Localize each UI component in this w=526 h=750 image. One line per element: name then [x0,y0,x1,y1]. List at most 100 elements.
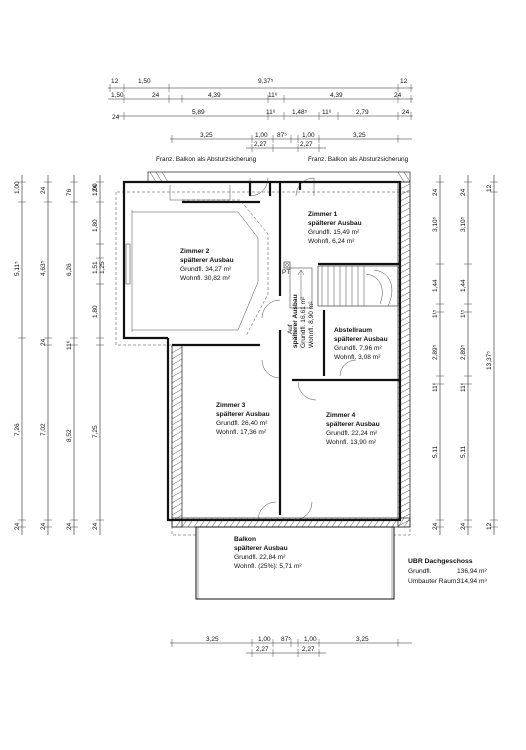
dim-top-3-f: 2,79 [356,109,369,116]
room-balkon: Balkon spälterer Ausbau Grundfl. 22,84 m… [234,536,302,570]
zimmer-3-name: Zimmer 3 [216,402,246,409]
zimmer-2-name: Zimmer 2 [180,248,210,255]
dim-top-4-a: 3,25 [200,132,213,139]
hatch-line [171,430,183,438]
zimmer-2-type: spälterer Ausbau [180,257,234,264]
hatch-line [171,352,183,360]
dim-top-1-a: 12 [111,78,119,85]
zimmer-1-wohnfl: Wohnfl. 6,24 m² [308,238,355,245]
zimmer-1-type: spälterer Ausbau [308,220,362,227]
note-french-balcony-left: Franz. Balkon als Absturzsicherung [156,156,257,163]
room-flur: spälterer Ausbau Grundfl. 16,61 m² Wohnf… [292,294,315,348]
dim-top-2-c: 4,39 [208,92,221,99]
summary-raum-value: 314,94 m³ [457,578,487,585]
hatch-line [171,388,183,396]
dim-right-1-b: 3,10⁵ [432,216,439,232]
dim-right-1-e: 2,89⁵ [432,344,439,360]
dim-top-2-a: 1,50 [111,92,124,99]
dim-top-2-f: 24 [394,92,402,99]
dim-bottom-1-e: 3,25 [356,636,369,643]
room-abstellraum: Abstellraum spälterer Ausbau Grundfl. 7,… [334,327,388,361]
zimmer-4-name: Zimmer 4 [326,412,356,419]
dim-right-2-g: 5,11 [460,445,467,458]
abstellraum-grundfl: Grundfl. 7,96 m² [334,345,382,352]
dim-right-1-d: 1¹⁵ [432,309,439,318]
hatch-line [171,466,183,474]
hatch-line [171,400,183,408]
hatch-line [171,406,183,414]
dim-left-4-b: 1,00 [92,183,99,196]
zimmer-4-grundfl: Grundfl. 22,24 m² [326,430,378,437]
zimmer-4-wohnfl: Wohnfl. 13,90 m² [326,439,377,446]
hatch-line [397,517,405,528]
hatch-line [171,472,183,480]
dim-right-2-h: 24 [460,522,467,530]
flur-type: spälterer Ausbau [292,294,299,348]
dim-top-3-a: 24 [112,114,120,121]
note-french-balcony-right: Franz. Balkon als Absturzsicherung [308,156,409,163]
dim-left-2-b: 4,63⁵ [40,260,47,276]
zimmer-3-wohnfl: Wohnfl. 17,36 m² [216,429,267,436]
dim-top-1-c: 9,37⁵ [258,78,274,85]
dim-left-2-c: 24 [40,338,47,346]
dim-bottom-2-a: 2,27 [256,646,269,653]
hatch-line [171,412,183,420]
hatch-line [171,502,183,510]
room-zimmer-1: Zimmer 1 spälterer Ausbau Grundfl. 15,49… [308,211,362,245]
dim-top-3-e: 11⁶ [322,109,332,116]
dim-left-4-d: 1,51 [92,261,99,274]
dim-left-4-a: 24 [92,184,99,192]
dim-top-4-d: 1,00 [302,132,315,139]
zimmer-4-type: spälterer Ausbau [326,421,380,428]
hatch-line [171,442,183,450]
hatch-line [171,460,183,468]
dim-top-4-e: 3,25 [353,132,366,139]
dim-top-2-e: 4,39 [330,92,343,99]
dim-right-1-f: 11⁶ [432,382,439,392]
stair-up-label: Auf [287,324,294,334]
hatch-line [171,376,183,384]
summary-raum-label: Umbauter Raum: [408,578,458,585]
dim-right-2-a: 24 [460,188,467,196]
dim-top-1-b: 1,50 [138,78,151,85]
hatch-line [171,508,183,516]
dim-left-3-d: 8,52 [66,429,73,442]
zimmer-2-grundfl: Grundfl. 34,27 m² [180,266,232,273]
left-dimensions: 1,00 5,11⁵ 7,26 24 24 4,63⁵ 24 7,02 24 7… [14,175,106,535]
dim-left-2-d: 7,02 [40,423,47,436]
balkon-wohnfl: Wohnfl. (25%): 5,71 m² [234,563,302,570]
dim-right-3-a: 12 [486,184,493,192]
abstellraum-name: Abstellraum [334,327,372,334]
zimmer-1-grundfl: Grundfl. 15,49 m² [308,229,360,236]
pt-label: PT [282,269,290,276]
hatch-line [171,364,183,372]
dim-left-1-d: 24 [14,522,21,530]
dim-right-1-a: 24 [432,188,439,196]
dim-bottom-1-a: 3,25 [206,636,219,643]
dim-right-1-h: 24 [432,522,439,530]
hatch-line [171,484,183,492]
hatch-line [171,490,183,498]
room-zimmer-4: Zimmer 4 spälterer Ausbau Grundfl. 22,24… [326,412,380,446]
dim-right-3-b: 13,37⁵ [486,351,493,370]
dim-right-2-b: 3,10⁵ [460,216,467,232]
dim-top-5-a: 2,27 [254,141,267,148]
dim-left-3-a: 76 [66,188,73,196]
zimmer-3-grundfl: Grundfl. 26,40 m² [216,420,268,427]
hatch-line [171,496,183,504]
dim-left-3-e: 24 [66,522,73,530]
zimmer-2-wohnfl: Wohnfl. 30,82 m² [180,275,231,282]
hatch-line [171,358,183,366]
dim-bottom-2-b: 2,27 [302,646,315,653]
dim-left-1-b: 5,11⁵ [14,261,21,276]
dim-left-4-g: 7,25 [92,425,99,438]
hatch-line [171,346,183,354]
summary-grund-value: 136,94 m² [457,568,487,575]
dim-top-3-d: 1,48⁵ [292,109,308,116]
dim-right-2-f: 11⁶ [460,382,467,392]
hatch-line [171,448,183,456]
dim-right-2-e: 2,89⁵ [460,344,467,360]
dim-top-2-b: 24 [152,92,160,99]
dim-left-4-c: 1,80 [92,219,99,232]
